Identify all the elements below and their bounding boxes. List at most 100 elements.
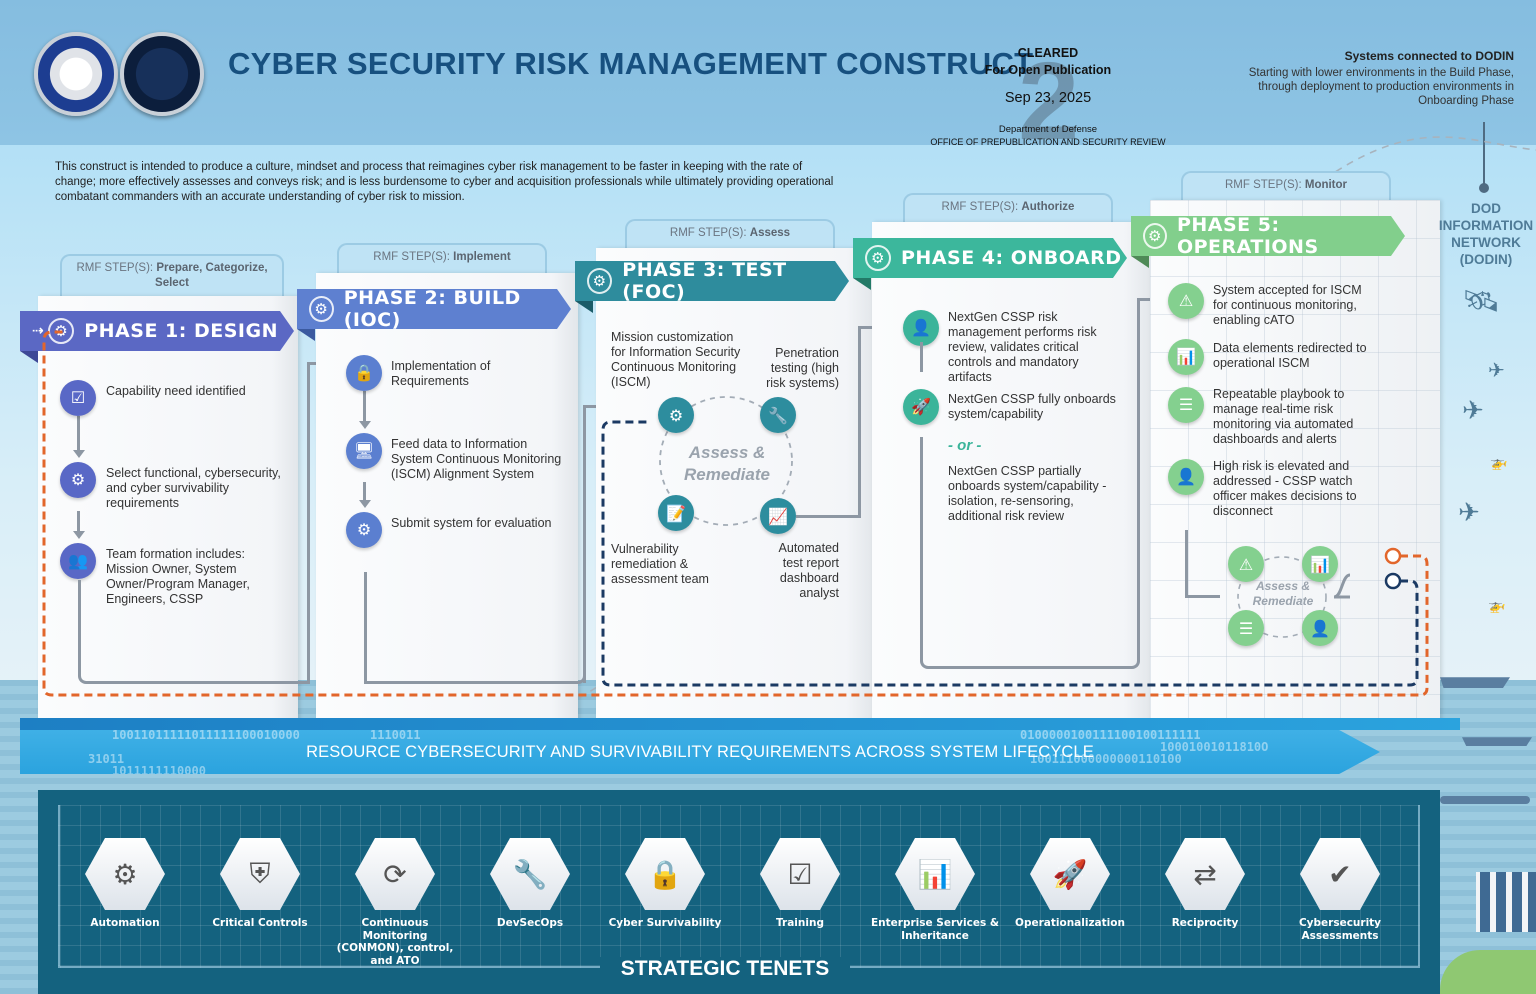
phase-3-step-3-label: Automated test report dashboard analyst	[778, 541, 839, 600]
tenet-operationalization: 🚀 Operationalization	[1005, 838, 1135, 930]
gear-search-icon: ⚙	[346, 512, 382, 548]
banner-fold	[20, 351, 38, 363]
dodin-note-body: Starting with lower environments in the …	[1248, 67, 1514, 107]
swap-icon: ⇄	[1165, 838, 1245, 910]
ground	[1440, 950, 1536, 994]
satellite-icon: 🛰	[1462, 284, 1501, 319]
phase-3-step-1-label: Mission customization for Information Se…	[611, 330, 741, 389]
clearance-status: CLEARED	[1017, 46, 1079, 60]
phase-3-loop-node-4: 📝	[658, 495, 694, 531]
tenet-reciprocity: ⇄Reciprocity	[1140, 838, 1270, 930]
phase-5-flow-arrow	[1185, 595, 1220, 598]
phase-3-step-4-label: Vulnerability remediation & assessment t…	[611, 542, 709, 586]
phase-3-loop-node-1: ⚙	[658, 397, 694, 433]
phase-5-step-1: ⚠System accepted for ISCM for continuous…	[1168, 283, 1378, 328]
gear-cycle-icon: ⚙	[309, 296, 334, 322]
submarine-icon	[1440, 796, 1530, 804]
phase-1-steps: ☑Capability need identified ⚙Select func…	[60, 380, 285, 607]
phase-5-loop-node-3: 👤	[1302, 610, 1338, 646]
phase-5-loop-node-2: 📊	[1302, 546, 1338, 582]
phase-1-step-2: ⚙Select functional, cybersecurity, and c…	[60, 462, 285, 511]
header-background	[0, 0, 1536, 145]
banner-fold	[297, 329, 315, 341]
tenet-cybersecurity-assessments: ✔Cybersecurity Assessments	[1275, 838, 1405, 942]
phase-4-to-5-line	[1137, 298, 1140, 443]
helicopter-icon: 🚁	[1488, 598, 1506, 614]
monitor-gear-icon: 🖥	[346, 433, 382, 469]
tenet-enterprise-services-inheritance: 📊Enterprise Services & Inheritance	[870, 838, 1000, 942]
monitor-chart-icon: 📊	[895, 838, 975, 910]
phase-5-step-2: 📊Data elements redirected to operational…	[1168, 339, 1378, 375]
laptop-lock-icon: 🔒	[625, 838, 705, 910]
phase-2-step-1: 🔒Implementation of Requirements	[346, 355, 566, 391]
requirements-gear-icon: ⚙	[60, 462, 96, 498]
dashboard-icon: 📊	[1302, 546, 1338, 582]
tenet-training: ☑Training	[735, 838, 865, 930]
tenet-label: Automation	[90, 917, 160, 929]
ribbon-text: RESOURCE CYBERSECURITY AND SURVIVABILITY…	[306, 742, 1094, 761]
phase-3-step-2-label: Penetration testing (high risk systems)	[766, 346, 839, 390]
watch-officer-icon: 👤	[1168, 459, 1204, 495]
phase-2-title: PHASE 2: BUILD (IOC)	[343, 287, 521, 331]
phase-1-rmf-steps: RMF STEP(S): Prepare, Categorize, Select	[60, 254, 284, 296]
report-chart-icon: 📈	[760, 498, 796, 534]
dod-cio-seal	[34, 32, 118, 116]
phase-5-loop-label: Assess & Remediate	[1252, 579, 1314, 608]
checklist-icon: ☑	[60, 380, 96, 416]
helicopter-icon: 🚁	[1490, 455, 1508, 471]
phase-2-rmf-steps: RMF STEP(S): Implement	[337, 243, 547, 273]
gear-cycle-icon: ⚙	[658, 397, 694, 433]
playbook-icon: ☰	[1168, 387, 1204, 423]
phase-2-banner: ⚙ PHASE 2: BUILD (IOC)	[297, 289, 571, 329]
phase-4-banner: ⚙ PHASE 4: ONBOARD	[853, 238, 1127, 278]
watch-officer-icon: 👤	[1302, 610, 1338, 646]
phase-4-rmf-steps: RMF STEP(S): Authorize	[903, 193, 1113, 223]
tenet-label: Training	[776, 917, 824, 929]
clearance-office: OFFICE OF PREPUBLICATION AND SECURITY RE…	[930, 137, 1166, 147]
rocket-icon: 🚀	[1030, 838, 1110, 910]
phase-1-title: PHASE 1: DESIGN	[84, 320, 278, 342]
loop-entry-arrow-icon: ⇢	[32, 323, 45, 339]
aircraft-icon: ✈	[1462, 396, 1484, 426]
phase-3-title: PHASE 3: TEST (FOC)	[622, 259, 787, 303]
phase-5-title: PHASE 5: OPERATIONS	[1176, 214, 1319, 258]
dodin-connector-line	[1483, 122, 1485, 188]
shield-user-check-icon: ✔	[1300, 838, 1380, 910]
phase-3-to-4-line	[796, 515, 861, 518]
tenet-critical-controls: ⛨Critical Controls	[195, 838, 325, 930]
lifecycle-ribbon: 10011011111011111100010000 1110011 31011…	[20, 730, 1380, 774]
dashboard-icon: 📊	[1168, 339, 1204, 375]
tenet-cyber-survivability: 🔒Cyber Survivability	[600, 838, 730, 930]
phase-3-assess-loop	[659, 396, 793, 526]
dodin-note: Systems connected to DODIN Starting with…	[1214, 49, 1514, 108]
phase-1-step-1: ☑Capability need identified	[60, 380, 285, 416]
dodin-note-title: Systems connected to DODIN	[1344, 49, 1514, 63]
phase-2-step-2: 🖥Feed data to Information System Continu…	[346, 433, 566, 482]
page-title: CYBER SECURITY RISK MANAGEMENT CONSTRUCT	[228, 46, 1034, 81]
tenet-label: Operationalization	[1015, 917, 1125, 929]
phase-5-banner: ⚙ PHASE 5: OPERATIONS	[1131, 216, 1405, 256]
dodin-connector-dot	[1479, 183, 1489, 193]
fighter-jet-icon: ✈	[1458, 498, 1480, 528]
team-icon: 👥	[60, 543, 96, 579]
tenet-continuous-monitoring-conmon-control-and-ato: ⟳Continuous Monitoring (CONMON), control…	[330, 838, 460, 967]
banner-fold	[575, 301, 593, 313]
phase-4-steps: 👤NextGen CSSP risk management performs r…	[903, 310, 1117, 524]
phase-1-to-2-line	[307, 364, 310, 684]
clearance-watermark: 2	[1018, 40, 1080, 163]
phase-5-rmf-steps: RMF STEP(S): Monitor	[1181, 171, 1391, 201]
laptop-lock-icon: 🔒	[346, 355, 382, 391]
ribbon-top-edge	[20, 718, 1460, 730]
phase-5-step-4: 👤High risk is elevated and addressed - C…	[1168, 459, 1378, 519]
tenet-label: DevSecOps	[496, 917, 564, 929]
gear-cycle-icon: ⚙	[865, 245, 891, 271]
phase-3-loop-node-2: 🔧	[760, 397, 796, 433]
phase-1-card	[38, 296, 298, 726]
phase-4-card	[872, 222, 1152, 726]
gear-cycle-icon: ⚙	[587, 268, 612, 294]
phase-3-to-4-vertical	[858, 326, 861, 518]
phase-4-step-1: 👤NextGen CSSP risk management performs r…	[903, 310, 1117, 385]
tenet-label: Critical Controls	[212, 917, 308, 929]
wrench-gear-icon: 🔧	[490, 838, 570, 910]
